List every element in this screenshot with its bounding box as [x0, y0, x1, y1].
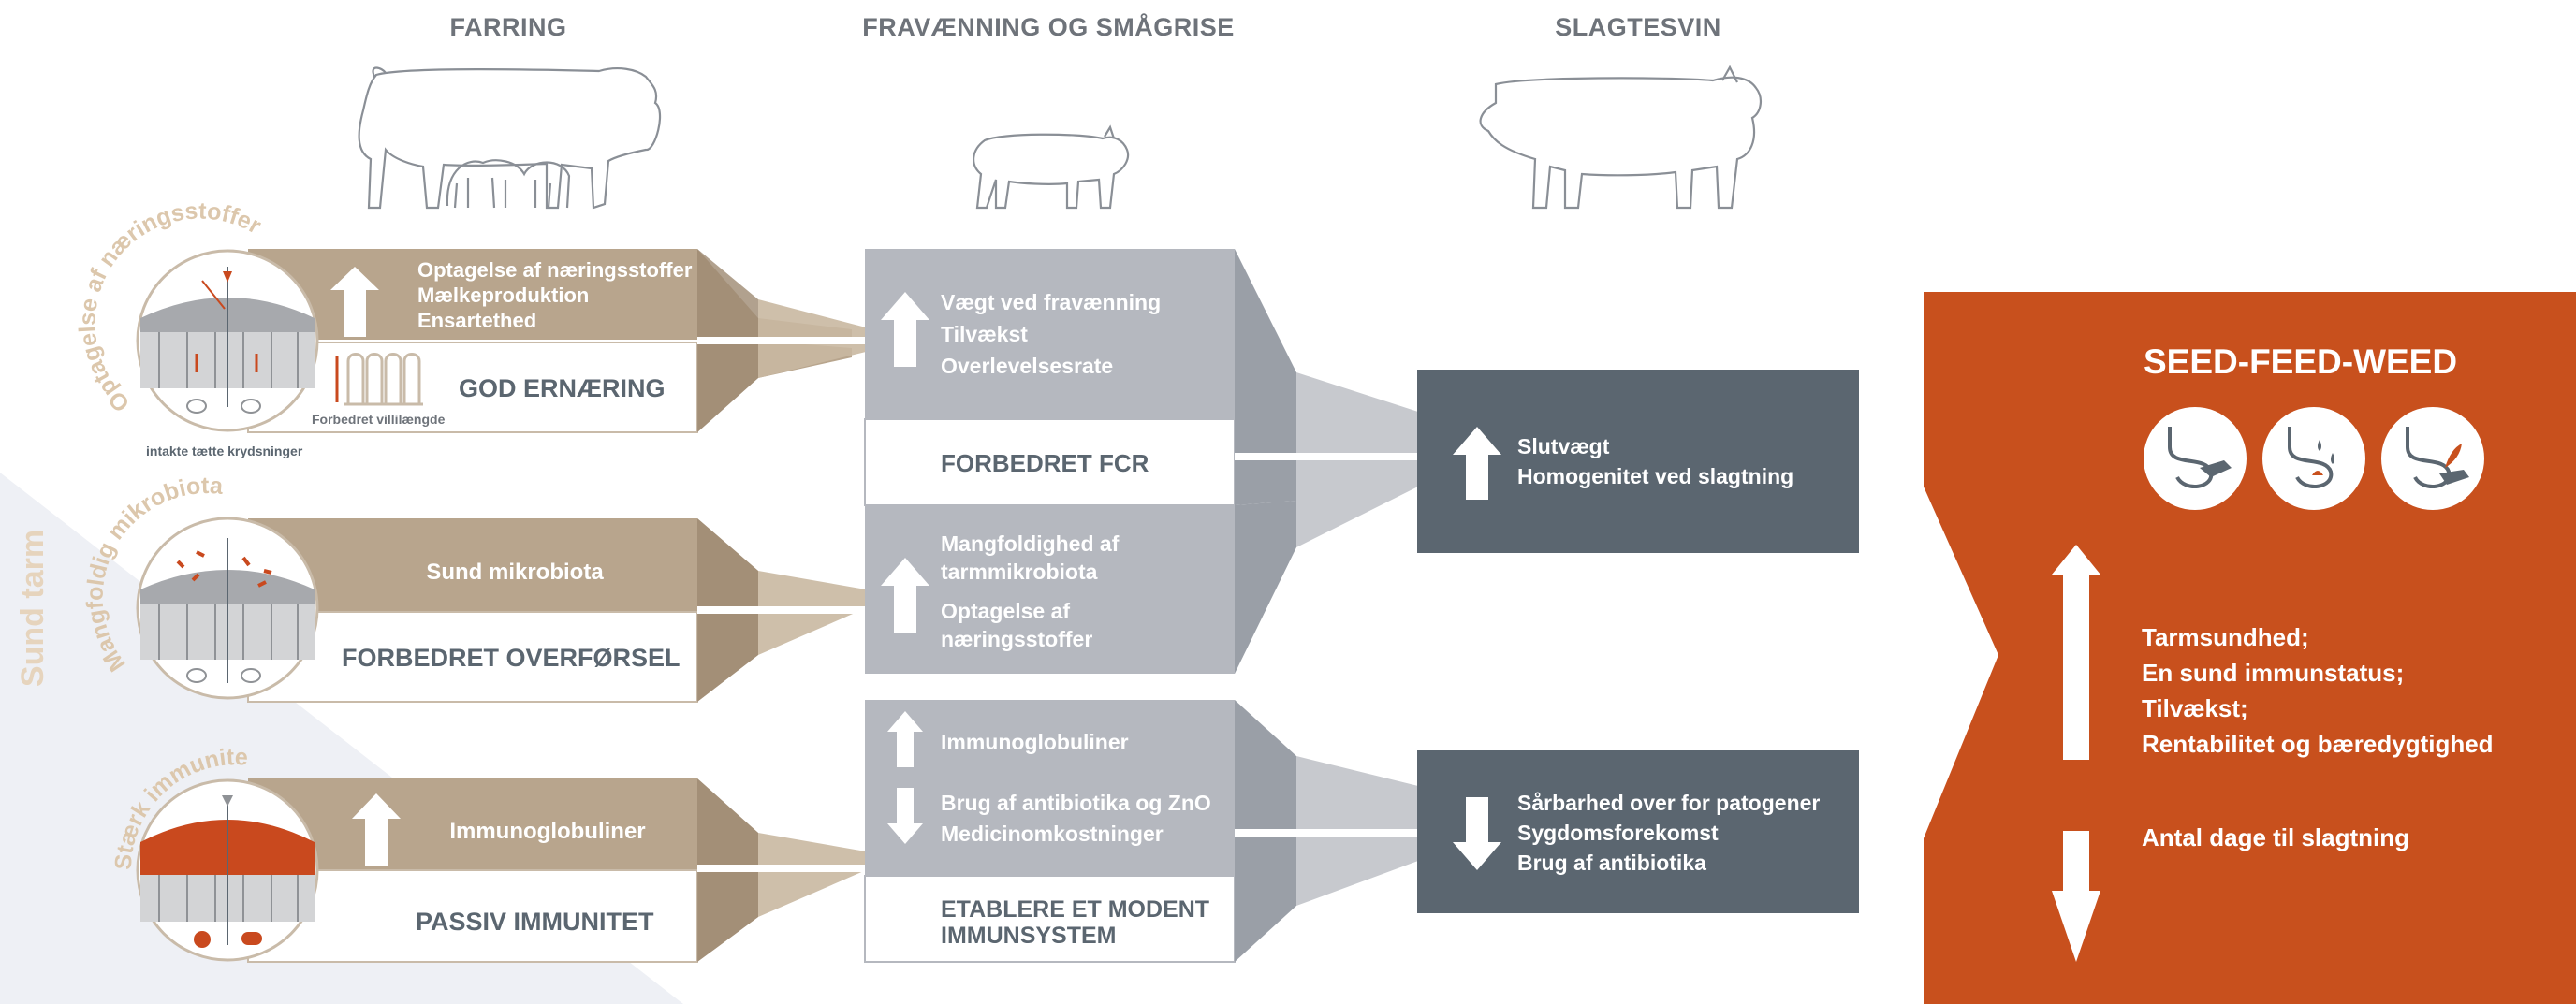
piglet-icon: [973, 124, 1130, 210]
mid1-title: FORBEDRET FCR: [941, 449, 1149, 477]
column-header-slagtesvin: SLAGTESVIN: [1555, 13, 1721, 41]
final-down-text: Antal dage til slagtning: [2142, 823, 2410, 851]
slate-up-item: Homogenitet ved slagtning: [1517, 464, 1794, 488]
sow-with-piglets-icon: [358, 66, 662, 210]
row1-up-item: Ensartethed: [417, 309, 537, 332]
slate-down-item: Sygdomsforekomst: [1517, 821, 1719, 845]
final-down-arrow-icon: [2052, 831, 2100, 962]
final-up-item: Rentabilitet og bæredygtighed: [2142, 730, 2494, 758]
middle-separator-2: [1235, 829, 1418, 837]
slate-up-arrow-icon: [1453, 427, 1501, 500]
slate-up-list: Slutvægt Homogenitet ved slagtning: [1517, 431, 1793, 491]
row2-top-text: Sund mikrobiota: [426, 560, 604, 585]
mid1-up-list: Vægt ved fravænning Tilvækst Overlevelse…: [941, 286, 1161, 382]
mid1-up-item: Vægt ved fravænning: [941, 290, 1162, 314]
mid2-up-item: næringsstoffer: [941, 627, 1093, 651]
row1-up-arrow-icon: [330, 267, 379, 337]
finisher-pig-icon: [1479, 65, 1762, 210]
final-up-item: En sund immunstatus;: [2142, 659, 2405, 687]
row3-top-text: Immunoglobuliner: [449, 819, 646, 844]
row1-title: GOD ERNÆRING: [459, 374, 666, 402]
row3-up-arrow-icon: [352, 793, 401, 866]
middle-box-3: [864, 700, 1296, 963]
row3-title: PASSIV IMMUNITET: [416, 908, 654, 936]
middle-box-1: [864, 249, 1296, 506]
mid3-title-line: IMMUNSYSTEM: [941, 923, 1117, 949]
mid3-up-text: Immunoglobuliner: [941, 730, 1129, 754]
slate-up-item: Slutvægt: [1517, 434, 1610, 458]
row2-separator: [697, 606, 866, 614]
mid2-up-item: Mangfoldighed af: [941, 531, 1120, 556]
slate-down-item: Brug af antibiotika: [1517, 851, 1706, 875]
column-header-fravaenning: FRAVÆNNING OG SMÅGRISE: [862, 13, 1235, 41]
slate-down-arrow-icon: [1453, 797, 1501, 870]
mid2-up-arrow-icon: [881, 558, 929, 633]
final-up-list: Tarmsundhed; En sund immunstatus; Tilvæk…: [2142, 619, 2494, 762]
mid2-up-item: tarmmikrobiota: [941, 560, 1098, 584]
row1-up-item: Mælkeproduktion: [417, 284, 590, 307]
row2-title: FORBEDRET OVERFØRSEL: [342, 644, 681, 672]
row1-band: [247, 249, 866, 433]
column-header-farring: FARRING: [449, 13, 567, 41]
mid2-up-item: Optagelse af: [941, 599, 1071, 623]
row3-separator: [697, 865, 866, 872]
mid3-down-arrow-icon: [887, 788, 923, 844]
final-up-item: Tarmsundhed;: [2142, 623, 2309, 651]
slate-box-up: [1417, 370, 1859, 553]
stomach-plant-icon: [2381, 407, 2484, 510]
junction-label: intakte tætte krydsninger: [146, 444, 303, 458]
mid1-up-arrow-icon: [881, 292, 929, 367]
row1-separator: [697, 337, 866, 344]
middle-box-2: [865, 501, 1296, 674]
mid3-down-item: Brug af antibiotika og ZnO: [941, 791, 1211, 815]
side-label: Sund tarm: [15, 530, 51, 687]
mid3-down-item: Medicinomkostninger: [941, 822, 1164, 846]
final-up-arrow-icon: [2052, 545, 2100, 760]
mid1-up-item: Tilvækst: [941, 322, 1028, 346]
row1-up-list: Optagelse af næringsstoffer Mælkeprodukt…: [417, 257, 692, 333]
tissue-circle-2: [136, 517, 319, 700]
villi-label: Forbedret villilængde: [312, 412, 446, 427]
mid2-up-list: Mangfoldighed af tarmmikrobiota Optagels…: [941, 530, 1119, 653]
slate-down-item: Sårbarhed over for patogener: [1517, 791, 1821, 815]
stomach-drops-icon: [2262, 407, 2365, 510]
mid3-up-arrow-icon: [887, 711, 923, 767]
tissue-circle-1: [136, 249, 319, 432]
mid3-down-list: Brug af antibiotika og ZnO Medicinomkost…: [941, 788, 1211, 850]
final-title: SEED-FEED-WEED: [2144, 342, 2458, 381]
middle-separator-1: [1235, 453, 1418, 460]
tissue-circle-3: [136, 778, 319, 962]
mid1-up-item: Overlevelsesrate: [941, 354, 1114, 378]
row1-up-item: Optagelse af næringsstoffer: [417, 258, 693, 282]
final-up-item: Tilvækst;: [2142, 694, 2248, 722]
slate-box-down: [1417, 750, 1859, 913]
stomach-hand-icon: [2144, 407, 2247, 510]
mid3-title-line: ETABLERE ET MODENT: [941, 896, 1210, 923]
mid3-title: ETABLERE ET MODENT IMMUNSYSTEM: [941, 896, 1209, 949]
slate-down-list: Sårbarhed over for patogener Sygdomsfore…: [1517, 788, 1820, 878]
villi-icon: [335, 353, 423, 406]
